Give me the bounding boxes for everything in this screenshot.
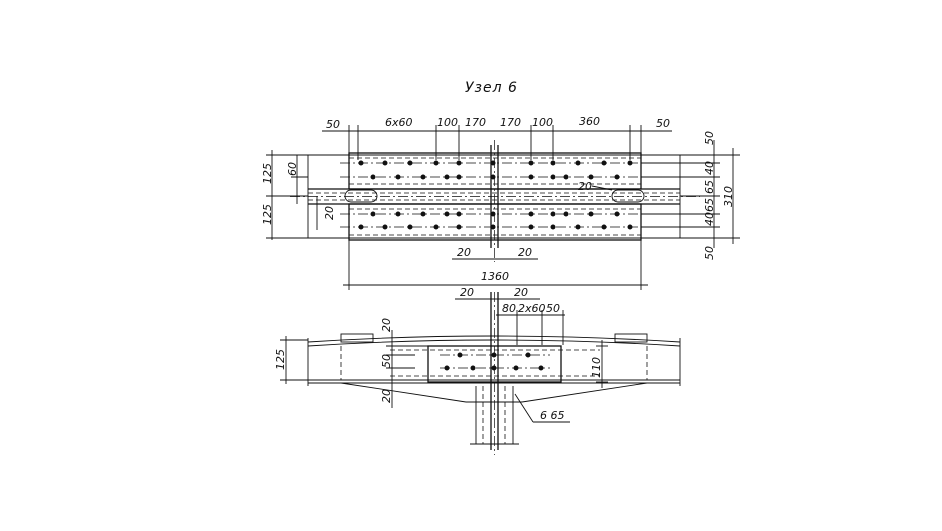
plan-left-dim-4: 20 bbox=[323, 206, 336, 220]
plan-right-dim-6: 50 bbox=[703, 246, 716, 260]
title: Узел 6 bbox=[465, 80, 518, 96]
section-top-dim-3: 80 bbox=[502, 302, 516, 315]
section-view: 20 20 80 2x60 50 bbox=[274, 286, 681, 455]
section-top-dim-5: 50 bbox=[546, 302, 560, 315]
plan-top-dim-8: 50 bbox=[656, 117, 670, 130]
plan-top-dim-1: 50 bbox=[326, 118, 340, 131]
section-top-dim-2: 20 bbox=[514, 286, 528, 299]
plan-right-dim-3: 65 bbox=[703, 180, 716, 194]
plan-inner-label: 20 bbox=[578, 180, 592, 193]
plan-left-dim-1: 125 bbox=[261, 163, 274, 184]
plan-right-dim-5: 40 bbox=[703, 212, 716, 226]
plan-right-dim-7: 310 bbox=[722, 186, 735, 207]
section-right-dim-1: 110 bbox=[590, 357, 603, 378]
section-left-dim-4: 20 bbox=[380, 389, 393, 403]
plan-view: 50 6x60 100 170 170 100 360 50 125 125 6… bbox=[261, 115, 740, 290]
plan-overall-length: 1360 bbox=[481, 270, 509, 283]
plan-top-dim-2: 6x60 bbox=[385, 116, 413, 129]
section-left-dim-3: 50 bbox=[380, 354, 393, 368]
plan-bottom-dim-1: 20 bbox=[457, 246, 471, 259]
plan-right-dim-4: 65 bbox=[703, 198, 716, 212]
plan-top-dim-5: 170 bbox=[500, 116, 521, 129]
plan-right-dim-1: 50 bbox=[703, 131, 716, 145]
section-left-dim-1: 125 bbox=[274, 349, 287, 370]
section-top-dim-4: 2x60 bbox=[518, 302, 546, 315]
plan-left-dim-3: 60 bbox=[286, 162, 299, 176]
plan-top-dim-7: 360 bbox=[579, 115, 600, 128]
plan-left-dim-2: 125 bbox=[261, 204, 274, 225]
plan-top-dim-3: 100 bbox=[437, 116, 458, 129]
section-top-dim-1: 20 bbox=[460, 286, 474, 299]
section-leader-label: 6 65 bbox=[540, 409, 565, 422]
plan-bottom-dim-2: 20 bbox=[518, 246, 532, 259]
bolt-group bbox=[358, 160, 633, 230]
section-left-dim-2: 20 bbox=[380, 318, 393, 332]
plan-top-dim-6: 100 bbox=[532, 116, 553, 129]
plan-right-dim-2: 40 bbox=[703, 161, 716, 175]
plan-top-dim-4: 170 bbox=[465, 116, 486, 129]
